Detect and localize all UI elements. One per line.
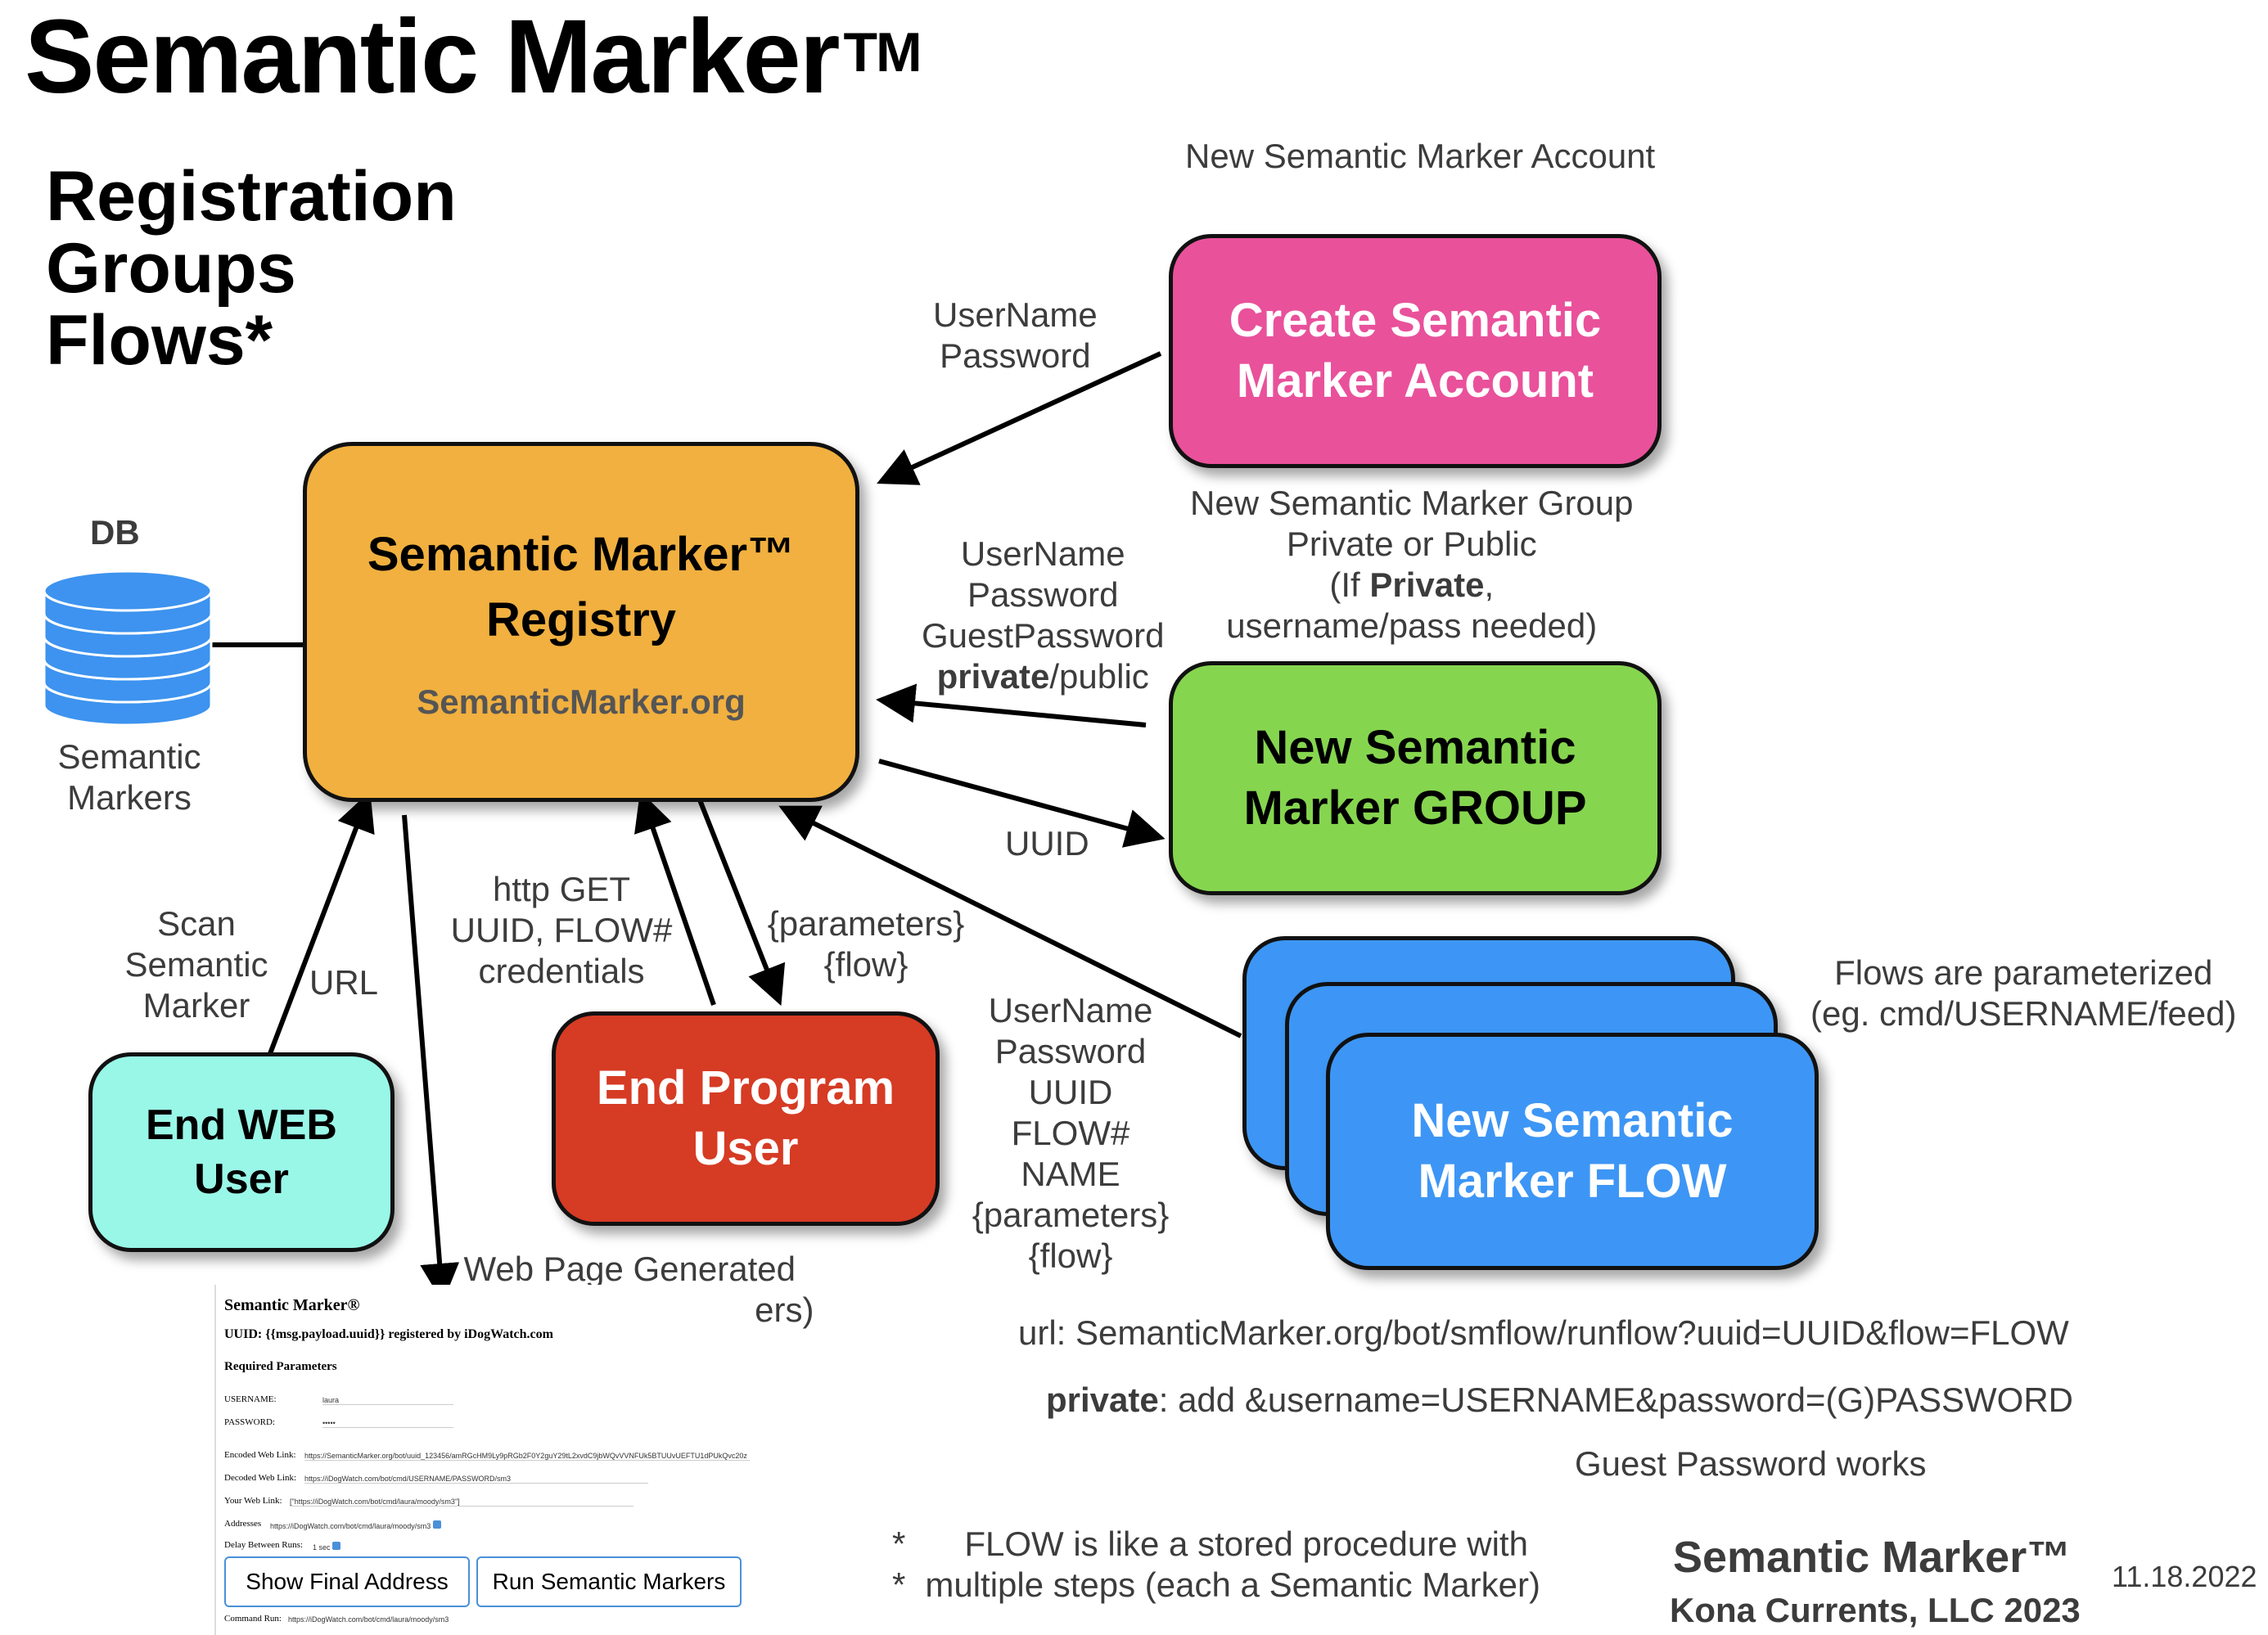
database-icon — [43, 570, 213, 727]
subtitle-line-groups: Groups — [46, 229, 296, 308]
footnote: *FLOW is like a stored procedure with *m… — [892, 1525, 1540, 1604]
form-required-heading: Required Parameters — [224, 1360, 337, 1373]
create-account-box: Create Semantic Marker Account — [1169, 234, 1662, 468]
url-line: url: SemanticMarker.org/bot/smflow/runfl… — [1018, 1313, 2069, 1352]
arrow-registry-to-webpage — [402, 814, 460, 1303]
arrow-webuser-to-registry — [264, 790, 375, 1064]
group-arrow-label: UserName Password GuestPassword private/… — [922, 534, 1165, 696]
password-label: PASSWORD: — [224, 1417, 275, 1427]
parameters-label: {parameters} {flow} — [767, 904, 965, 984]
addresses-label: Addresses — [224, 1519, 262, 1529]
http-get-label: http GET UUID, FLOW# credentials — [450, 870, 673, 990]
scan-label: Scan Semantic Marker — [124, 904, 268, 1025]
footer-company: Kona Currents, LLC 2023 — [1670, 1591, 2081, 1629]
account-heading: New Semantic Marker Account — [1185, 137, 1656, 175]
private-line: private: add &username=USERNAME&password… — [1046, 1381, 2073, 1419]
form-uuid: UUID: {{msg.payload.uuid}} registered by… — [224, 1327, 553, 1341]
arrow-group-to-registry — [876, 683, 1147, 727]
password-field[interactable]: ••••• — [322, 1419, 453, 1428]
form-title: Semantic Marker® — [224, 1296, 360, 1314]
footer-brand: Semantic Marker™ — [1673, 1533, 2072, 1582]
arrow-registry-to-group — [878, 759, 1166, 848]
flow-note: Flows are parameterized(eg. cmd/USERNAME… — [1810, 953, 2237, 1033]
your-link-field[interactable]: ["https://iDogWatch.com/bot/cmd/laura/mo… — [290, 1498, 634, 1507]
page-subtitle: Registration Groups Flows* — [46, 160, 457, 376]
trademark-mark: TM — [843, 21, 922, 83]
your-link-label: Your Web Link: — [224, 1496, 282, 1506]
new-flow-box: New Semantic Marker FLOW — [1326, 1033, 1819, 1270]
group-heading: New Semantic Marker Group Private or Pub… — [1190, 484, 1634, 645]
group-uuid-label: UUID — [1005, 824, 1089, 863]
username-label: USERNAME: — [224, 1394, 277, 1404]
decoded-link-label: Decoded Web Link: — [224, 1473, 297, 1483]
url-label: URL — [309, 963, 379, 1002]
footer-date: 11.18.2022 — [2112, 1560, 2257, 1593]
end-program-user-box: End Program User — [552, 1011, 940, 1226]
delay-select[interactable]: 1 sec — [313, 1542, 341, 1552]
subtitle-line-registration: Registration — [46, 157, 457, 236]
guest-line: Guest Password works — [1575, 1444, 1927, 1483]
page-title: Semantic MarkerTM — [25, 0, 922, 115]
flow-arrow-label: UserName Password UUID FLOW# NAME {param… — [972, 991, 1170, 1275]
end-web-user-box: End WEB User — [88, 1052, 395, 1252]
subtitle-line-flows: Flows* — [46, 301, 273, 380]
arrow-registry-to-programuser — [695, 792, 786, 1007]
arrow-account-to-registry — [877, 351, 1162, 485]
delay-label: Delay Between Runs: — [224, 1540, 303, 1550]
db-label: DB — [90, 513, 140, 552]
run-semantic-markers-button[interactable]: Run Semantic Markers — [476, 1556, 742, 1607]
decoded-link-field[interactable]: https://iDogWatch.com/bot/cmd/USERNAME/P… — [304, 1475, 648, 1484]
encoded-link-field[interactable]: https://SemanticMarker.org/bot/uuid_1234… — [304, 1452, 750, 1461]
arrow-programuser-to-registry — [634, 790, 716, 1006]
info-icon — [432, 1520, 441, 1529]
registry-title: Semantic Marker™ — [367, 528, 796, 581]
chevron-down-icon — [332, 1542, 341, 1550]
new-group-box: New Semantic Marker GROUP — [1169, 661, 1662, 895]
command-run-value: https://iDogWatch.com/bot/cmd/laura/mood… — [288, 1615, 449, 1624]
web-page-form: Semantic Marker® UUID: {{msg.payload.uui… — [214, 1285, 756, 1635]
username-field[interactable]: laura — [322, 1396, 453, 1405]
registry-box: Semantic Marker™ Registry SemanticMarker… — [303, 442, 859, 802]
show-final-address-button[interactable]: Show Final Address — [224, 1556, 470, 1607]
arrow-flow-to-registry — [778, 805, 1242, 1038]
registry-url: SemanticMarker.org — [417, 682, 746, 721]
encoded-link-label: Encoded Web Link: — [224, 1450, 296, 1460]
addresses-value: https://iDogWatch.com/bot/cmd/laura/mood… — [270, 1520, 441, 1530]
registry-subtitle: Registry — [485, 593, 677, 646]
command-run-label: Command Run: — [224, 1614, 282, 1624]
